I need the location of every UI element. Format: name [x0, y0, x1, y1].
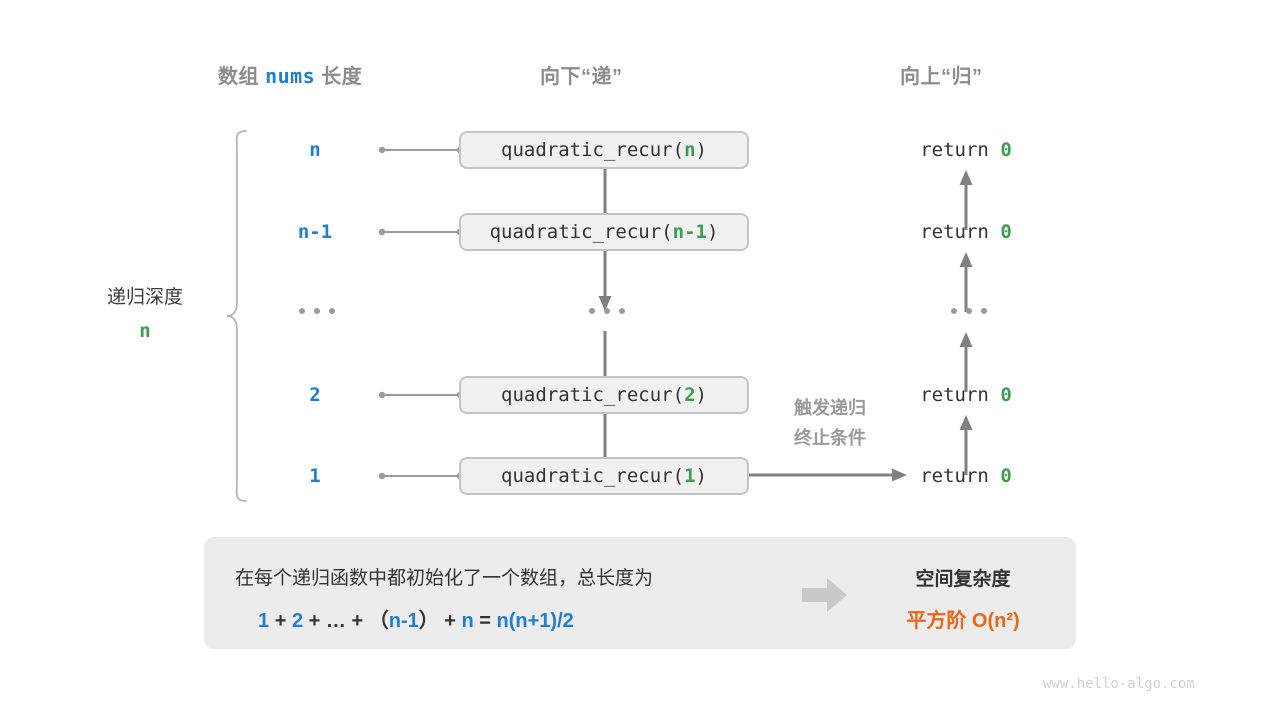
implies-arrow-icon	[802, 578, 847, 612]
formula-plus-3: +	[351, 610, 364, 632]
size-value-row-5: 1	[309, 465, 321, 487]
header-descend: 向下“递”	[540, 66, 623, 88]
call-box-row-2[interactable]: quadratic_recur(n-1)	[459, 213, 749, 251]
formula-term-d: n	[461, 610, 474, 632]
header-array-prefix: 数组	[218, 66, 259, 88]
call-box-row-5[interactable]: quadratic_recur(1)	[459, 457, 749, 495]
base-case-arrow	[749, 468, 907, 482]
return-label-row-5: return 0	[880, 465, 1052, 487]
recursion-depth-label: 递归深度	[106, 287, 183, 308]
descend-arrow-2	[598, 251, 612, 311]
return-value-row-5: 0	[1000, 465, 1012, 487]
formula-result: n(n+1)/2	[496, 610, 574, 632]
return-ellipsis-row-3	[951, 308, 987, 314]
header-array-code: nums	[265, 64, 316, 88]
return-label-row-2: return 0	[880, 221, 1052, 243]
ascend-arrow-2	[959, 252, 973, 312]
header-array-suffix: 长度	[321, 66, 363, 88]
header-ascend: 向上“归”	[900, 66, 983, 88]
watermark: www.hello-algo.com	[1043, 676, 1195, 692]
size-value-row-2: n-1	[297, 221, 333, 243]
call-box-row-1[interactable]: quadratic_recur(n)	[459, 131, 749, 169]
termination-note-line2: 终止条件	[794, 428, 866, 448]
connector-line-row-1	[378, 146, 464, 154]
termination-note-line1: 触发递归	[794, 398, 866, 418]
call-box-suffix-row-1: )	[695, 139, 707, 161]
return-value-row-1: 0	[1000, 139, 1012, 161]
call-box-suffix-row-2: )	[706, 221, 719, 243]
complexity-value: 平方阶 O(n²)	[906, 610, 1020, 632]
size-value-row-1: n	[309, 139, 321, 161]
return-keyword-row-1: return	[920, 139, 989, 161]
formula-plus-2: +	[308, 610, 321, 632]
formula-ellipsis: …	[325, 610, 346, 632]
return-value-row-4: 0	[1000, 384, 1012, 406]
formula-plus-4: +	[444, 610, 456, 632]
call-box-arg-row-1: n	[684, 139, 696, 161]
call-box-prefix-row-5: quadratic_recur(	[501, 465, 685, 487]
summary-formula: 1 + 2 + … + （n-1） + n = n(n+1)/2	[258, 604, 574, 633]
formula-term-b: 2	[291, 610, 304, 632]
return-label-row-1: return 0	[880, 139, 1052, 161]
complexity-title: 空间复杂度	[915, 569, 1011, 590]
formula-term-a: 1	[258, 610, 270, 632]
return-keyword-row-4: return	[920, 384, 989, 406]
header-array-length: 数组 nums 长度	[218, 60, 362, 89]
formula-plus-1: +	[274, 610, 287, 632]
call-box-row-4[interactable]: quadratic_recur(2)	[459, 376, 749, 414]
call-box-arg-row-2: n-1	[672, 221, 707, 243]
size-ellipsis-row-3	[299, 308, 335, 314]
formula-term-c: n-1	[388, 610, 419, 632]
ascend-arrow-4	[959, 415, 973, 475]
connector-line-row-2	[378, 228, 464, 236]
summary-description: 在每个递归函数中都初始化了一个数组，总长度为	[235, 568, 654, 589]
call-box-arg-row-4: 2	[684, 384, 696, 406]
formula-paren-close: ）	[418, 610, 439, 632]
return-keyword-row-5: return	[920, 465, 989, 487]
termination-note: 触发递归 终止条件	[750, 393, 910, 453]
call-box-suffix-row-5: )	[695, 465, 707, 487]
call-ellipsis-row-3	[589, 308, 625, 314]
formula-equals: =	[479, 610, 491, 632]
call-box-arg-row-5: 1	[684, 465, 696, 487]
recursion-depth-value: n	[139, 320, 151, 342]
depth-brace	[226, 130, 247, 502]
connector-line-row-4	[378, 391, 464, 399]
formula-paren-open: （	[368, 610, 389, 632]
connector-line-row-5	[378, 472, 464, 480]
call-box-prefix-row-4: quadratic_recur(	[501, 384, 685, 406]
ascend-arrow-3	[959, 332, 973, 392]
summary-panel	[204, 537, 1076, 649]
return-keyword-row-2: return	[920, 221, 989, 243]
size-value-row-4: 2	[309, 384, 321, 406]
return-label-row-4: return 0	[880, 384, 1052, 406]
ascend-arrow-1	[959, 170, 973, 230]
call-box-suffix-row-4: )	[695, 384, 707, 406]
call-box-prefix-row-1: quadratic_recur(	[501, 139, 685, 161]
return-value-row-2: 0	[1000, 221, 1012, 243]
call-box-prefix-row-2: quadratic_recur(	[489, 221, 673, 243]
